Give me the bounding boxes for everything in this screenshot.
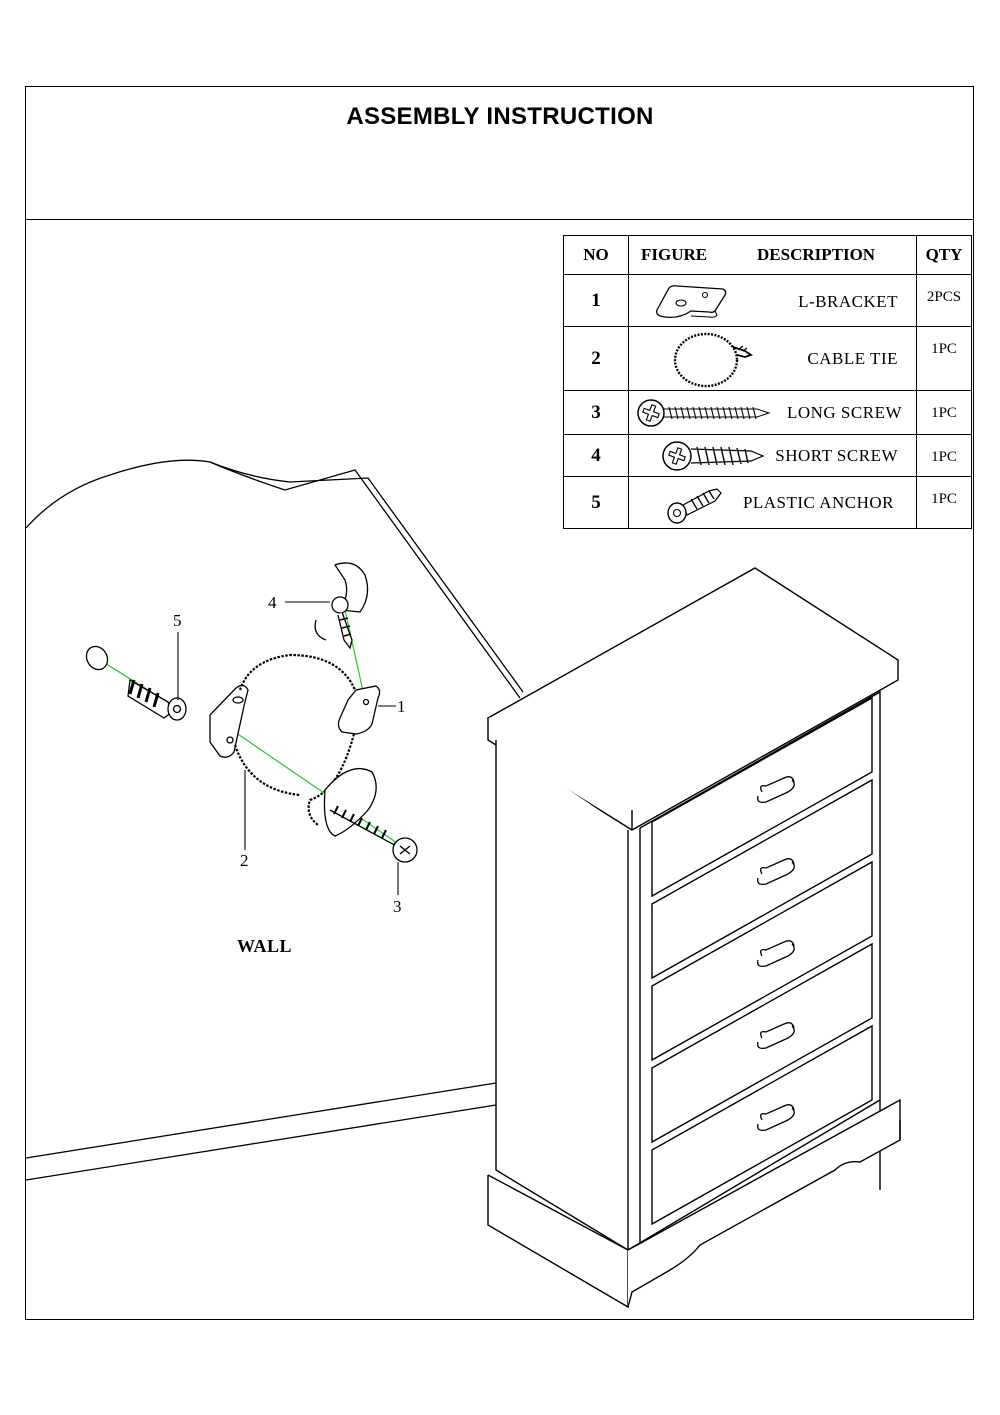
callout-3: 3 [393, 897, 402, 916]
drawer-handle [757, 940, 795, 968]
table-header-row: NO FIGURE DESCRIPTION QTY [563, 235, 972, 275]
drawer-handle [757, 1104, 795, 1132]
parts-table: NO FIGURE DESCRIPTION QTY 1 L-BRACKET 2P… [563, 235, 972, 529]
plastic-anchor-part [85, 645, 187, 721]
drawer-handle [757, 776, 795, 804]
table-row: 3 LONG SCREW 1PC [563, 390, 972, 435]
row-no: 1 [563, 274, 629, 327]
row-description: SHORT SCREW [775, 446, 898, 465]
callout-2: 2 [240, 851, 249, 870]
row-description: CABLE TIE [807, 349, 898, 368]
header-figure-description: FIGURE DESCRIPTION [628, 235, 917, 275]
table-row: 2 CABLE TIE 1PC [563, 326, 972, 391]
table-row: 1 L-BRACKET 2PCS [563, 274, 972, 327]
long-screw-icon [637, 399, 771, 427]
row-figure: LONG SCREW [628, 390, 917, 435]
l-bracket-left [209, 684, 249, 758]
l-bracket-right [337, 685, 381, 735]
row-no: 4 [563, 434, 629, 477]
row-qty: 1PC [916, 476, 972, 529]
callout-4: 4 [268, 593, 277, 612]
l-bracket-icon [656, 285, 727, 319]
row-no: 3 [563, 390, 629, 435]
row-description: LONG SCREW [786, 403, 902, 422]
drawer-handle [757, 1022, 795, 1050]
row-figure: CABLE TIE [628, 326, 917, 391]
callout-leaders [177, 601, 399, 895]
row-qty: 1PC [916, 390, 972, 435]
header-qty: QTY [916, 235, 972, 275]
row-description: PLASTIC ANCHOR [742, 493, 894, 512]
header-figure: FIGURE [641, 245, 708, 264]
callout-1: 1 [397, 697, 406, 716]
row-figure: PLASTIC ANCHOR [628, 476, 917, 529]
wall-label: WALL [237, 936, 293, 956]
row-figure: SHORT SCREW [628, 434, 917, 477]
short-screw-part [314, 562, 369, 650]
short-screw-icon [662, 441, 765, 471]
long-screw-part [323, 767, 418, 863]
page-frame [25, 86, 974, 1320]
plastic-anchor-icon [667, 488, 722, 524]
cable-tie-chain [233, 653, 357, 826]
page-title: ASSEMBLY INSTRUCTION [346, 103, 654, 130]
row-no: 5 [563, 476, 629, 529]
drawer-handles [757, 776, 795, 1132]
cable-tie-icon [673, 332, 754, 388]
table-row: 5 PLASTIC ANCHOR 1PC [563, 476, 972, 529]
chest-of-drawers [486, 567, 901, 1309]
row-no: 2 [563, 326, 629, 391]
wall-outline [25, 459, 524, 1181]
row-description: L-BRACKET [798, 292, 898, 311]
row-figure: L-BRACKET [628, 274, 917, 327]
callout-5: 5 [173, 611, 182, 630]
drawer-handle [757, 858, 795, 886]
table-row: 4 SHORT SCREW 1PC [563, 434, 972, 477]
header-description: DESCRIPTION [757, 245, 876, 264]
title-bar [25, 86, 974, 220]
row-qty: 2PCS [916, 274, 972, 327]
row-qty: 1PC [916, 326, 972, 391]
